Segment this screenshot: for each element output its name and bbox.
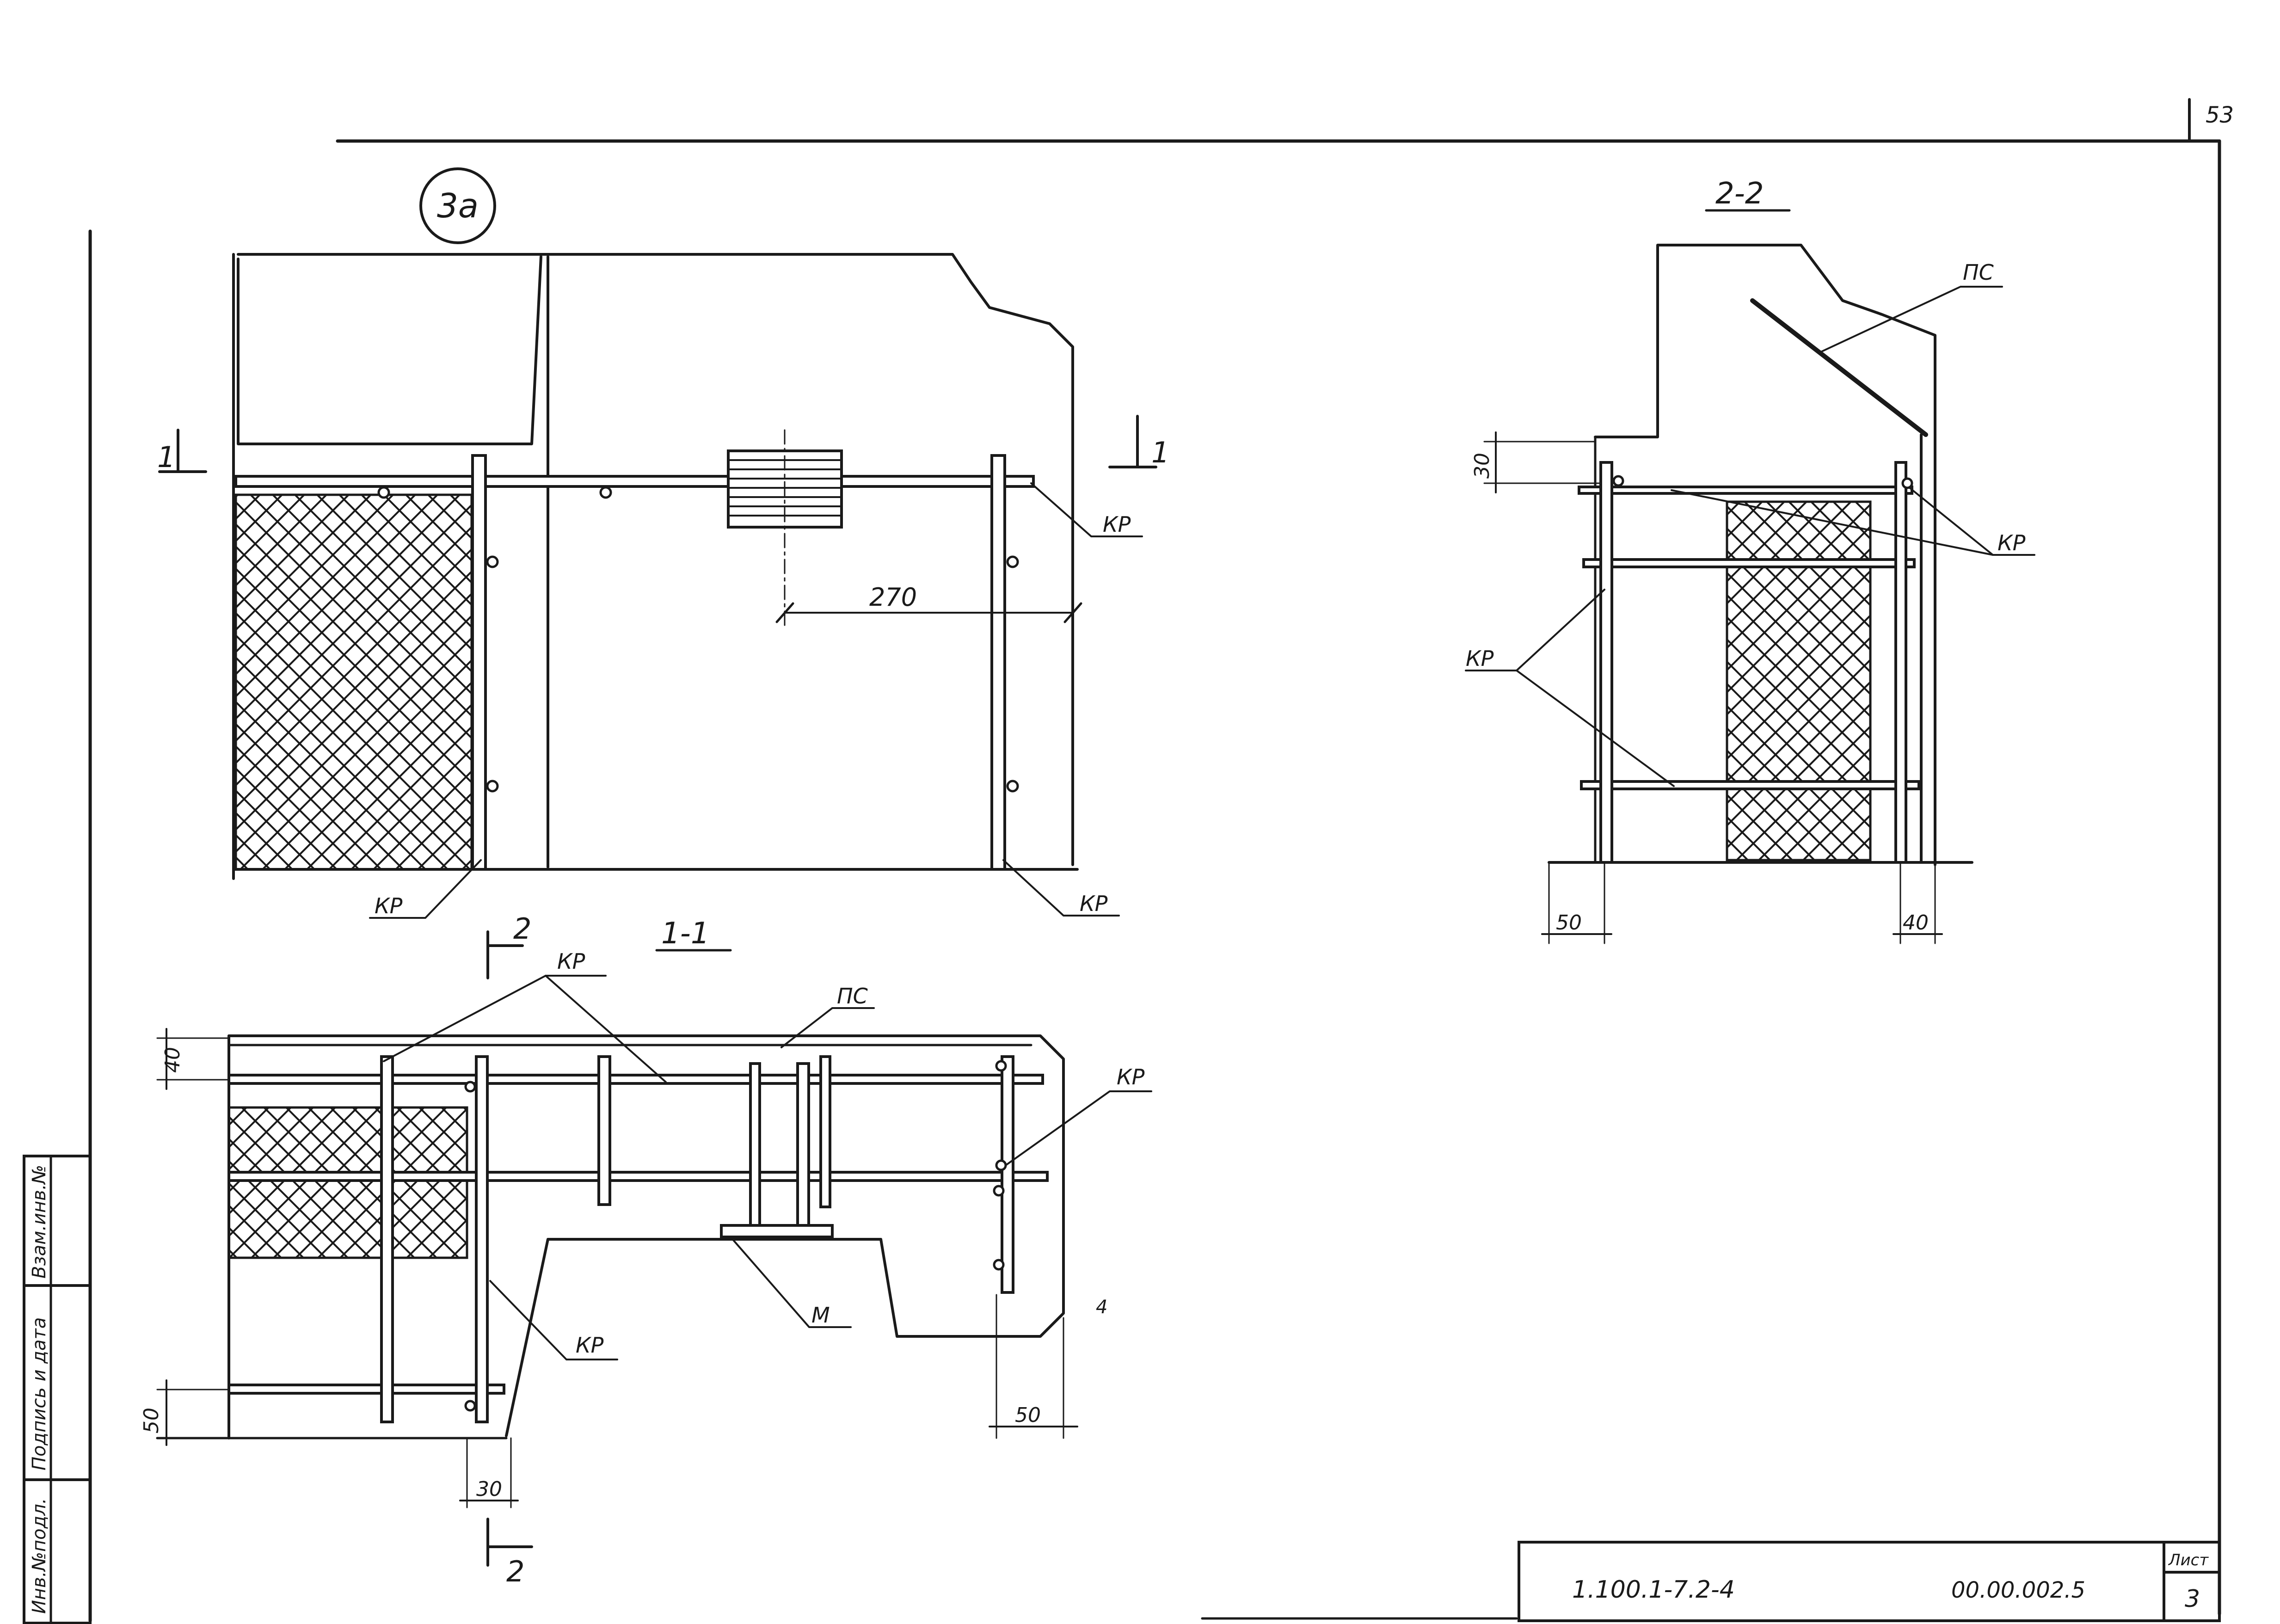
label-kr-plan-right: КР — [1117, 1064, 1145, 1089]
label-ps-plan: ПС — [837, 984, 868, 1009]
dim-50-plan-right: 50 — [1015, 1403, 1041, 1427]
side-stamp-replace-inv: Взам.инв.№ — [29, 1165, 50, 1279]
title-block: 1.100.1-7.2-4 00.00.002.5 Лист 3 — [1201, 1541, 2221, 1622]
label-kr-elev-right: КР — [1103, 512, 1131, 537]
side-stamp: Инв.№подл. Подпись и дата Взам.инв.№ — [23, 1155, 92, 1624]
title-sheet-label: Лист — [2168, 1551, 2209, 1569]
sheet-frame: 53 — [88, 98, 2234, 1623]
dim-270: 270 — [869, 583, 917, 612]
label-kr-elev-left: КР — [375, 893, 403, 918]
section-1-1: 1-1 2 2 — [140, 912, 1152, 1588]
side-stamp-sign-date: Подпись и дата — [29, 1317, 50, 1470]
dim-40-section: 40 — [1903, 911, 1929, 935]
corner-page-number: 53 — [2206, 102, 2234, 128]
dim-4-plan: 4 — [1096, 1297, 1107, 1318]
dim-50-plan-left: 50 — [140, 1408, 163, 1433]
detail-marker-label: 3а — [437, 186, 479, 225]
title-sheet-number: 3 — [2185, 1585, 2200, 1613]
title-doc-number: 00.00.002.5 — [1951, 1577, 2085, 1603]
side-stamp-inv-orig: Инв.№подл. — [29, 1498, 50, 1614]
section-2-2: 2-2 ПС КР КР 30 — [1465, 177, 2035, 944]
label-kr-plan-top: КР — [557, 949, 585, 974]
section-1-1-title: 1-1 — [661, 917, 710, 951]
label-kr-section-left: КР — [1466, 646, 1494, 671]
dim-40-plan: 40 — [161, 1047, 184, 1073]
dim-30-section: 30 — [1470, 453, 1494, 479]
label-kr-elev-bottom: КР — [1080, 891, 1108, 916]
cut-1-right: 1 — [1151, 436, 1169, 469]
elevation-view: 270 КР КР КР 1 1 — [157, 253, 1169, 919]
dim-50-section: 50 — [1556, 911, 1582, 935]
cut-2-top: 2 — [513, 912, 531, 946]
title-doc-code: 1.100.1-7.2-4 — [1572, 1576, 1735, 1604]
cut-2-bottom: 2 — [506, 1555, 524, 1588]
dim-30-plan: 30 — [476, 1477, 502, 1501]
label-kr-section-right: КР — [1997, 530, 2026, 555]
label-kr-plan-bottom: КР — [576, 1333, 604, 1358]
cut-1-left: 1 — [157, 440, 175, 474]
detail-marker: 3а — [419, 167, 496, 244]
label-m-plan: М — [811, 1303, 830, 1328]
section-2-2-title: 2-2 — [1715, 177, 1764, 211]
label-ps-section: ПС — [1963, 260, 1994, 285]
